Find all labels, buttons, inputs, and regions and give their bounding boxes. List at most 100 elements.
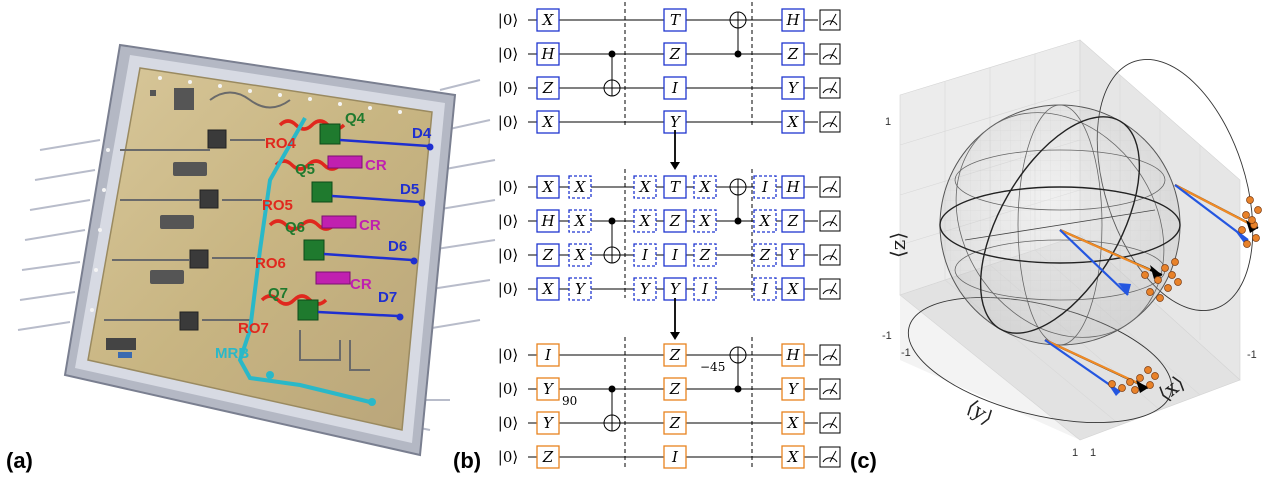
gate-b3-r0-c1	[663, 343, 687, 367]
gate-b1-r1-c2	[781, 42, 805, 66]
coupler-label-1: CR	[365, 157, 387, 174]
measure-b3-r0-needle	[829, 348, 837, 361]
measure-b3-r0	[819, 344, 841, 366]
ket-b1-r1: |0⟩	[498, 45, 518, 63]
gate-b2-r2-c5	[753, 243, 777, 267]
ket-b3-r1: |0⟩	[498, 380, 518, 398]
measure-b2-r2-arc	[822, 255, 838, 261]
gate-b3-r3-c2	[781, 445, 805, 469]
gate-b1-r0-c1	[663, 8, 687, 32]
gate-b2-r3-c6	[781, 277, 805, 301]
gate-b1-r2-c0	[536, 76, 560, 100]
gate-b2-r2-c3	[663, 243, 687, 267]
cnot-a-b1-control	[608, 50, 616, 58]
gate-b2-r1-c0-label: H	[540, 212, 555, 230]
measure-b1-r3	[819, 111, 841, 133]
gate-b3-r1-c0	[536, 377, 560, 401]
gate-b3-r2-c0-label: Y	[543, 414, 555, 432]
gate-b3-r3-c2-label: X	[787, 448, 800, 466]
bloch-sphere-plot: ⟨z⟩ ⟨y⟩ ⟨x⟩ 1 -1 -1 1 -1 1	[882, 39, 1262, 459]
measure-b3-r1-arc	[822, 389, 838, 395]
measure-b1-r2-arc	[822, 88, 838, 94]
cnot-a-b2-control	[608, 217, 616, 225]
gate-b3-r1-c1	[663, 377, 687, 401]
gate-b2-r0-c0-label: X	[542, 178, 555, 196]
gate-b1-r0-c1-label: T	[670, 11, 681, 29]
gate-b2-r1-c3	[663, 209, 687, 233]
gate-b2-r3-c3-label: Y	[670, 280, 682, 298]
cnot-a-b3-control	[608, 385, 616, 393]
gate-b3-r0-c2	[781, 343, 805, 367]
gate-b1-r3-c1-label: Y	[670, 113, 682, 131]
gate-b2-r3-c5-label: I	[761, 280, 769, 298]
measure-b1-r1-arc	[822, 54, 838, 60]
gate-b1-r2-c2-label: Y	[788, 79, 800, 97]
gate-b2-r0-c3-label: T	[670, 178, 681, 196]
gate-b1-r2-c1-label: I	[671, 79, 679, 97]
gate-b1-r2-c0-label: Z	[542, 79, 554, 97]
gate-b2-r1-c1	[568, 209, 592, 233]
readout-label-ro6: RO6	[255, 255, 286, 272]
cnot-b-b3-control	[734, 385, 742, 393]
gate-b1-r0-c2-label: H	[785, 11, 800, 29]
ket-b2-r2: |0⟩	[498, 246, 518, 264]
gate-b1-r2-c2	[781, 76, 805, 100]
gate-b2-r0-c6	[781, 175, 805, 199]
measure-b3-r0-arc	[822, 355, 838, 361]
gate-b3-r3-c1	[663, 445, 687, 469]
gate-b1-r1-c1	[663, 42, 687, 66]
gate-b1-r3-c0	[536, 110, 560, 134]
coupler-label-3: CR	[350, 276, 372, 293]
gate-b3-r1-c2	[781, 377, 805, 401]
measure-b3-r3-arc	[822, 457, 838, 463]
gate-b2-r0-c0	[536, 175, 560, 199]
measure-b2-r1-needle	[829, 214, 837, 227]
gate-b2-r2-c6	[781, 243, 805, 267]
gate-b1-r0-c2	[781, 8, 805, 32]
ket-b1-r0: |0⟩	[498, 11, 518, 29]
cnot-b-b2-control	[734, 217, 742, 225]
y-tick-left: -1	[901, 347, 911, 359]
qubit-label-q7: Q7	[268, 285, 288, 302]
gate-b2-r0-c1-label: X	[574, 178, 587, 196]
flow-arrow-head-0	[670, 162, 680, 170]
ket-b2-r1: |0⟩	[498, 212, 518, 230]
readout-label-ro4: RO4	[265, 135, 297, 152]
gate-b2-r3-c6-label: X	[787, 280, 800, 298]
flow-arrow-head-1	[670, 332, 680, 340]
gate-b2-r2-c3-label: I	[671, 246, 679, 264]
gate-b3-r1-c1-label: Z	[669, 380, 681, 398]
measure-b3-r2	[819, 412, 841, 434]
cnot-b-b1-control	[734, 50, 742, 58]
gate-b1-r0-c0	[536, 8, 560, 32]
gate-b2-r0-c5	[753, 175, 777, 199]
gate-b2-r0-c4-label: X	[699, 178, 712, 196]
measure-b1-r1	[819, 43, 841, 65]
chip-photo	[17, 43, 496, 457]
panel-label-b: (b)	[453, 448, 482, 473]
gate-b2-r2-c4	[693, 243, 717, 267]
gate-b2-r0-c4	[693, 175, 717, 199]
gate-b2-r3-c4-label: I	[701, 280, 709, 298]
y-tick-right: 1	[1072, 447, 1078, 459]
subscript-minus45: −45	[700, 360, 725, 374]
measure-b1-r3-arc	[822, 122, 838, 128]
gate-b3-r1-c2-label: Y	[788, 380, 800, 398]
measure-b3-r3-needle	[829, 450, 837, 463]
gate-b2-r3-c4	[693, 277, 717, 301]
gate-b3-r2-c1-label: Z	[669, 414, 681, 432]
gate-b2-r1-c2-label: X	[639, 212, 652, 230]
measure-b2-r0-needle	[829, 180, 837, 193]
gate-b1-r1-c1-label: Z	[669, 45, 681, 63]
ket-b3-r3: |0⟩	[498, 448, 518, 466]
measure-b2-r3-needle	[829, 282, 837, 295]
gate-b2-r2-c1-label: X	[574, 246, 587, 264]
measure-b2-r2	[819, 244, 841, 266]
measure-b1-r2-needle	[829, 81, 837, 94]
coupler-label-2: CR	[359, 217, 381, 234]
gate-b2-r1-c5	[753, 209, 777, 233]
measure-b3-r3	[819, 446, 841, 468]
gate-b2-r1-c4	[693, 209, 717, 233]
